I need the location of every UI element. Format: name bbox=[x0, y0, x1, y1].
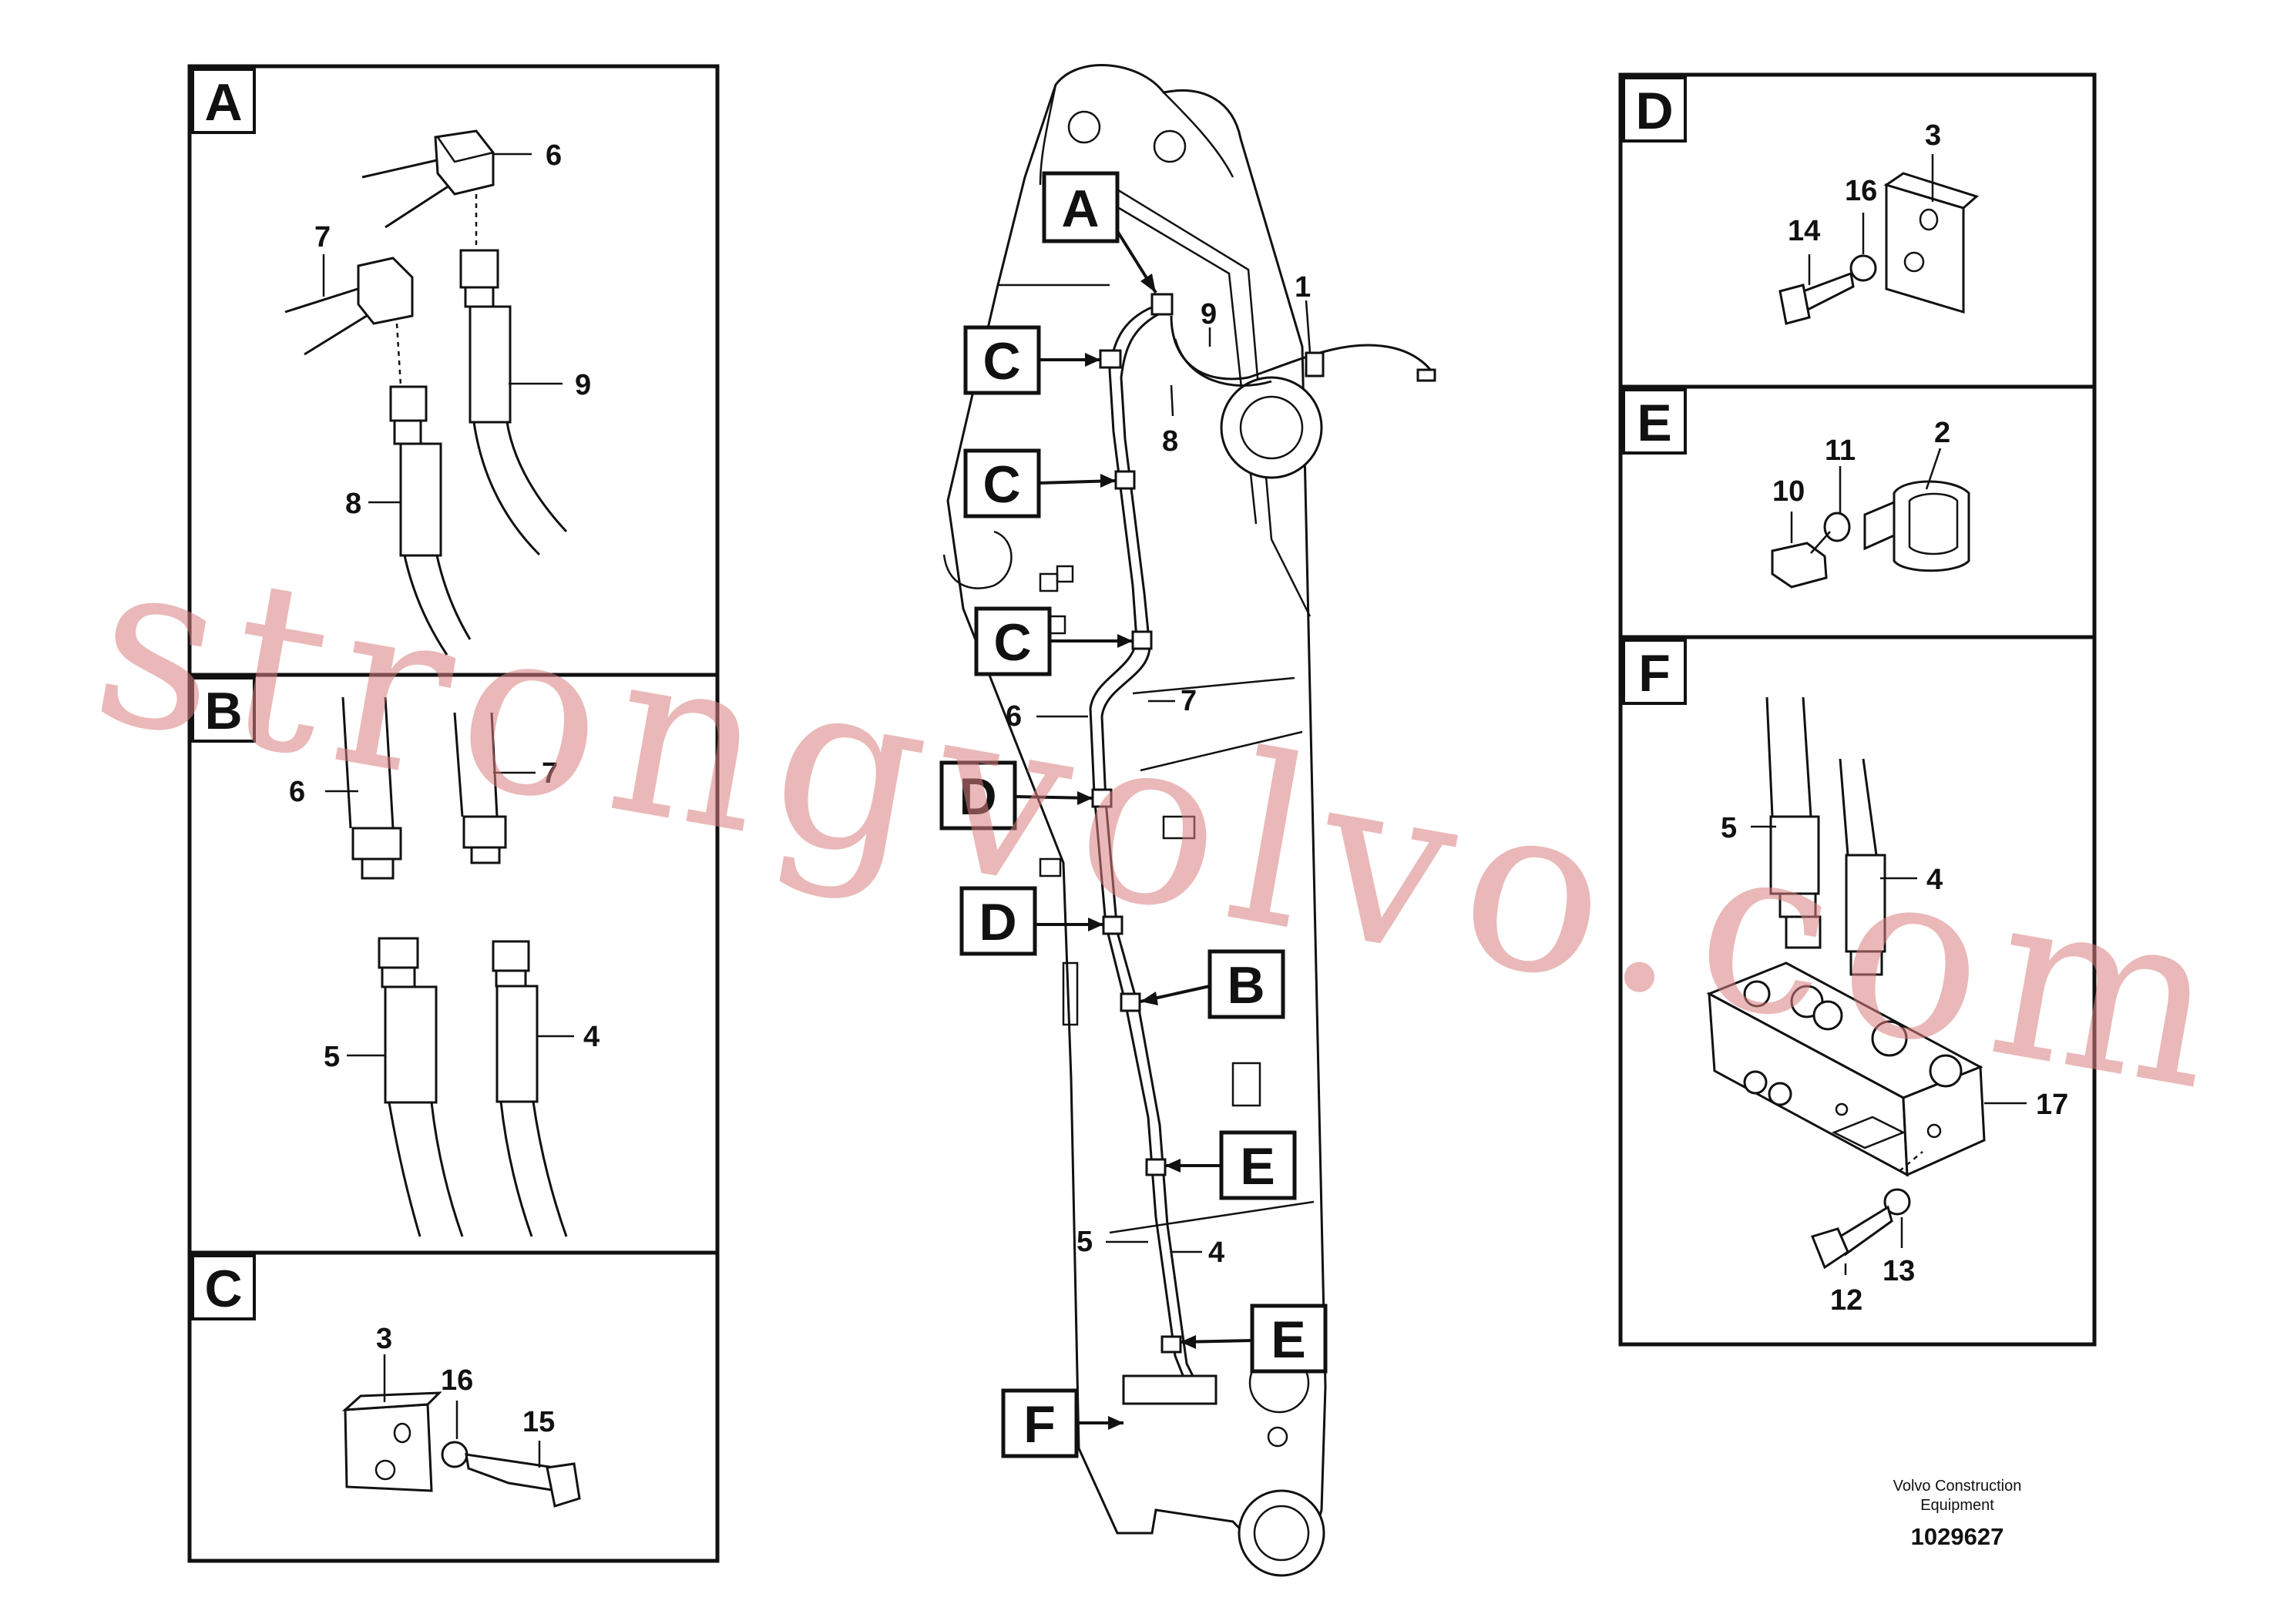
label-9: 9 bbox=[575, 369, 591, 401]
company-name-line2: Equipment bbox=[1920, 1497, 1994, 1514]
label-7: 7 bbox=[1181, 685, 1197, 717]
label-7: 7 bbox=[314, 221, 331, 253]
label-2: 2 bbox=[1934, 417, 1950, 449]
label-5: 5 bbox=[1721, 812, 1737, 844]
label-17: 17 bbox=[2036, 1089, 2068, 1121]
label-16: 16 bbox=[441, 1364, 473, 1397]
label-10: 10 bbox=[1772, 475, 1805, 508]
panel-a-letter: A bbox=[204, 73, 242, 132]
callout-a: A bbox=[1042, 171, 1157, 294]
callout-d2: D bbox=[959, 886, 1103, 956]
boom-illustration: A C C C D D bbox=[939, 64, 1436, 1577]
company-name-line1: Volvo Construction bbox=[1893, 1478, 2022, 1495]
label-15: 15 bbox=[522, 1406, 555, 1438]
svg-text:B: B bbox=[1227, 956, 1265, 1015]
label-6: 6 bbox=[546, 139, 562, 172]
label-4: 4 bbox=[583, 1021, 600, 1053]
label-7: 7 bbox=[542, 757, 558, 790]
label-11: 11 bbox=[1825, 435, 1856, 467]
label-8: 8 bbox=[1162, 425, 1178, 458]
label-4: 4 bbox=[1926, 864, 1943, 896]
panel-c-letter: C bbox=[204, 1260, 242, 1318]
svg-text:D: D bbox=[979, 893, 1016, 951]
callout-b: B bbox=[1140, 949, 1285, 1019]
svg-text:C: C bbox=[993, 613, 1031, 672]
label-6: 6 bbox=[1006, 700, 1022, 733]
panel-b-letter: B bbox=[204, 682, 242, 740]
label-3: 3 bbox=[1925, 119, 1941, 152]
label-1: 1 bbox=[1295, 271, 1311, 304]
callout-e1: E bbox=[1165, 1130, 1297, 1200]
footer: Volvo Construction Equipment 1029627 bbox=[1893, 1478, 2022, 1550]
label-9: 9 bbox=[1201, 298, 1217, 331]
svg-text:F: F bbox=[1023, 1395, 1056, 1454]
svg-text:E: E bbox=[1271, 1310, 1305, 1369]
callout-f: F bbox=[1001, 1388, 1123, 1458]
detail-panel-b: B 6 7 5 4 bbox=[187, 673, 720, 1255]
label-14: 14 bbox=[1788, 215, 1820, 247]
detail-panel-c: C 3 16 15 bbox=[187, 1250, 720, 1563]
label-4: 4 bbox=[1208, 1236, 1224, 1269]
callout-d1: D bbox=[939, 760, 1093, 830]
svg-text:A: A bbox=[1061, 180, 1099, 238]
detail-panel-a: A 6 7 9 8 bbox=[187, 64, 720, 677]
label-8: 8 bbox=[345, 488, 361, 520]
detail-panel-f: F 5 4 17 12 13 bbox=[1618, 635, 2097, 1347]
callout-c3: C bbox=[974, 606, 1133, 676]
label-5: 5 bbox=[324, 1041, 340, 1073]
label-3: 3 bbox=[376, 1323, 392, 1355]
detail-panel-e: E 11 2 10 bbox=[1618, 384, 2097, 639]
callout-c2: C bbox=[963, 448, 1117, 518]
drawing-number: 1029627 bbox=[1911, 1523, 2004, 1550]
callout-c1: C bbox=[963, 325, 1100, 395]
label-13: 13 bbox=[1883, 1255, 1915, 1287]
panel-e-letter: E bbox=[1637, 394, 1671, 452]
detail-panel-d: D 3 16 14 bbox=[1618, 72, 2097, 389]
callout-e2: E bbox=[1180, 1304, 1328, 1374]
label-12: 12 bbox=[1830, 1284, 1862, 1317]
label-6: 6 bbox=[289, 776, 305, 808]
panel-f-letter: F bbox=[1638, 644, 1671, 703]
svg-text:C: C bbox=[982, 332, 1020, 391]
label-16: 16 bbox=[1845, 175, 1877, 207]
svg-text:C: C bbox=[982, 455, 1020, 514]
svg-text:D: D bbox=[959, 767, 996, 826]
panel-d-letter: D bbox=[1635, 82, 1673, 140]
label-5: 5 bbox=[1076, 1226, 1093, 1258]
svg-text:E: E bbox=[1240, 1137, 1275, 1196]
